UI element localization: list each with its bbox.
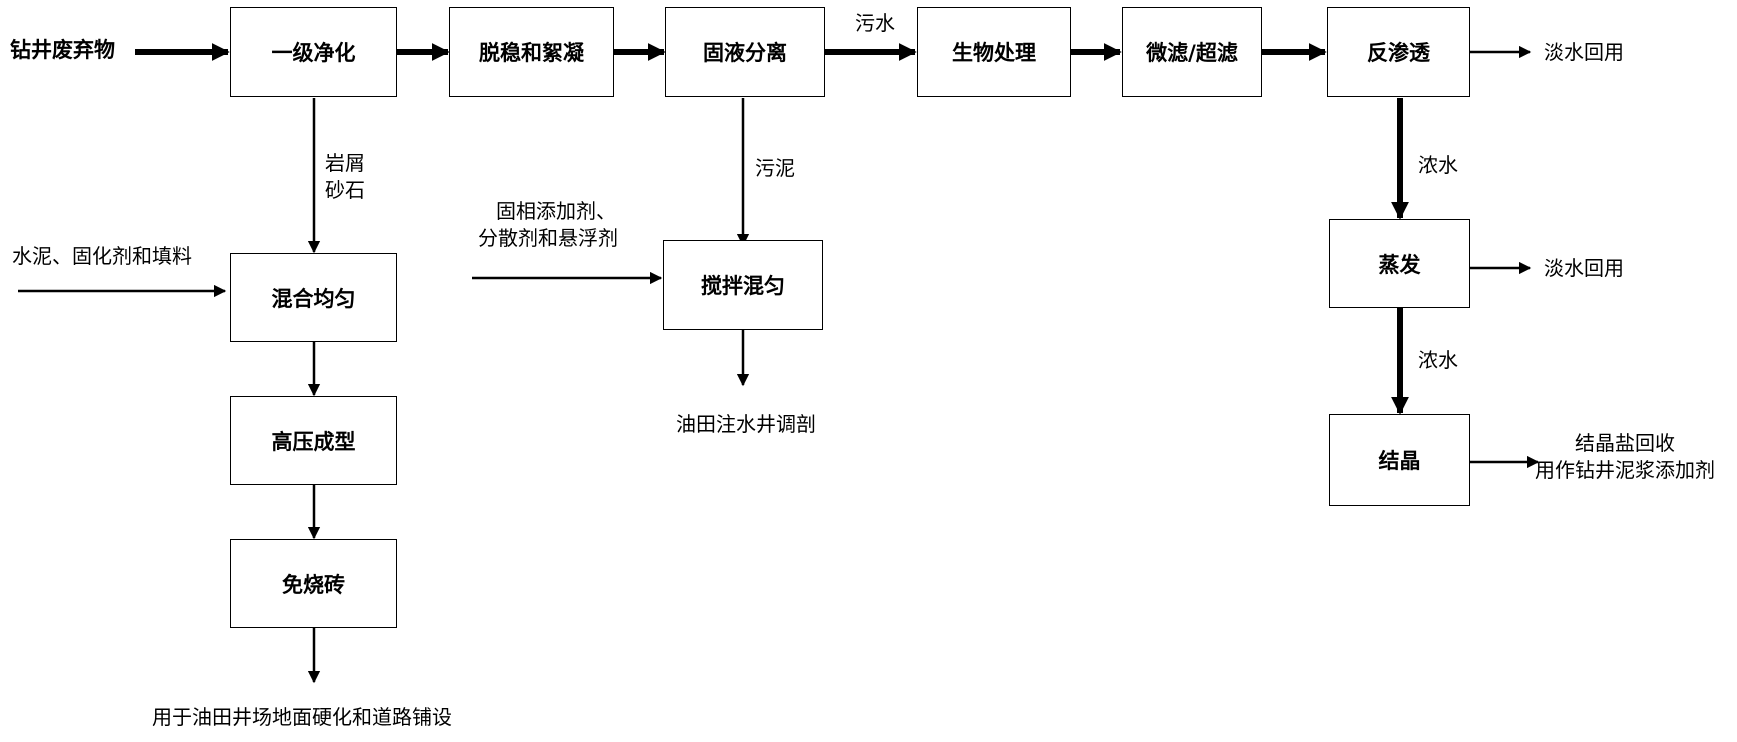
label-rock-cuttings-line1: 岩屑 xyxy=(325,151,365,175)
label-fresh-water-reuse-top: 淡水回用 xyxy=(1544,40,1624,64)
node-stir-mix: 搅拌混匀 xyxy=(663,240,823,330)
label-salt-recovery-line1: 结晶盐回收 xyxy=(1575,431,1675,455)
label-fresh-water-reuse-mid: 淡水回用 xyxy=(1544,256,1624,280)
label-concentrate-2: 浓水 xyxy=(1418,348,1458,372)
node-mix-evenly: 混合均匀 xyxy=(230,253,397,342)
node-reverse-osmosis: 反渗透 xyxy=(1327,7,1470,97)
node-micro-ultra-filtration: 微滤/超滤 xyxy=(1122,7,1262,97)
label-drilling-waste: 钻井废弃物 xyxy=(10,38,115,62)
label-solid-additives-line2: 分散剂和悬浮剂 xyxy=(478,226,618,250)
label-salt-recovery: 结晶盐回收 用作钻井泥浆添加剂 xyxy=(1525,430,1725,484)
node-destabilize-flocculate: 脱稳和絮凝 xyxy=(449,7,614,97)
node-solid-liquid-separation: 固液分离 xyxy=(665,7,825,97)
label-salt-recovery-line2: 用作钻井泥浆添加剂 xyxy=(1535,458,1715,482)
node-crystallization: 结晶 xyxy=(1329,414,1470,506)
node-primary-purification: 一级净化 xyxy=(230,7,397,97)
node-evaporation: 蒸发 xyxy=(1329,219,1470,308)
label-sewage: 污水 xyxy=(855,11,895,35)
label-rock-cuttings: 岩屑 砂石 xyxy=(325,150,365,204)
label-cement-additives: 水泥、固化剂和填料 xyxy=(12,244,192,268)
label-solid-additives-line1: 固相添加剂、 xyxy=(496,199,616,223)
label-water-injection-profile: 油田注水井调剖 xyxy=(676,412,816,436)
label-sludge: 污泥 xyxy=(755,156,795,180)
node-high-pressure-forming: 高压成型 xyxy=(230,396,397,485)
label-concentrate-1: 浓水 xyxy=(1418,153,1458,177)
node-biological-treatment: 生物处理 xyxy=(917,7,1071,97)
label-rock-cuttings-line2: 砂石 xyxy=(325,178,365,202)
label-solid-additives: 固相添加剂、 分散剂和悬浮剂 xyxy=(478,198,618,252)
node-unfired-brick: 免烧砖 xyxy=(230,539,397,628)
label-brick-use: 用于油田井场地面硬化和道路铺设 xyxy=(152,705,452,729)
